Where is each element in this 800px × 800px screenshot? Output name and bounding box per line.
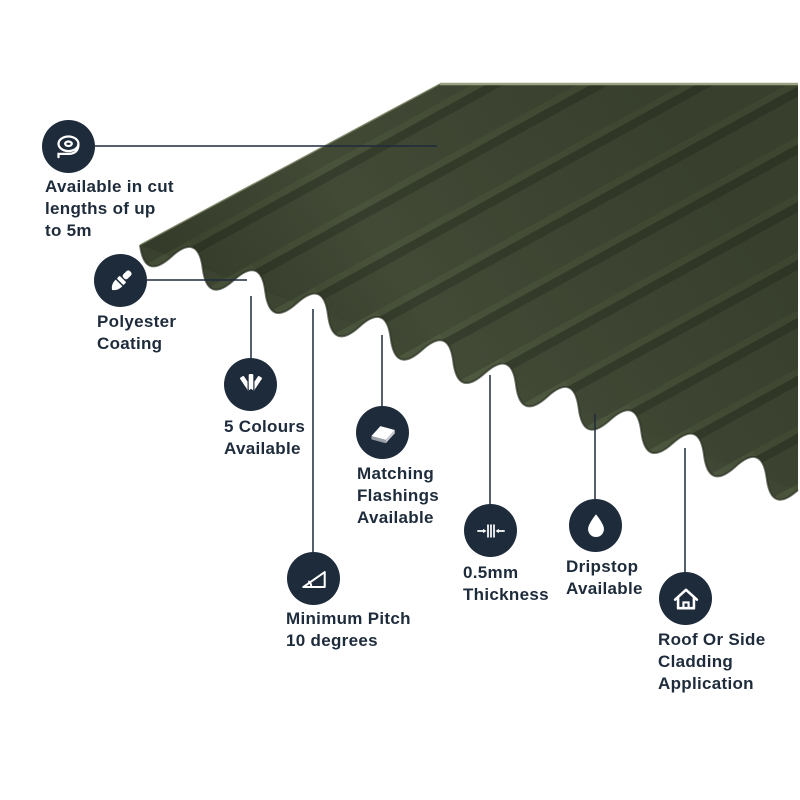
water-droplet-icon: [587, 513, 604, 537]
feature-label-dripstop: Dripstop Available: [566, 557, 643, 598]
feature-label-polyester: Polyester Coating: [97, 312, 177, 353]
feature-label-pitch: Minimum Pitch 10 degrees: [286, 609, 411, 650]
feature-badge-thickness: [464, 504, 517, 557]
callout-lines: [95, 145, 686, 572]
feature-badge-cut-lengths: [42, 120, 95, 173]
feature-badge-cladding: [659, 572, 712, 625]
sheet-shading: [140, 84, 798, 500]
feature-badge-polyester: [94, 254, 147, 307]
feature-label-thickness: 0.5mm Thickness: [463, 563, 549, 604]
feature-label-colours: 5 Colours Available: [224, 417, 306, 458]
thickness-arrows-icon: [476, 523, 505, 538]
feature-label-cladding: Roof Or Side Cladding Application: [658, 630, 766, 693]
flashing-sheet-icon: [370, 425, 395, 443]
tape-measure-icon: [56, 134, 80, 158]
feature-badge-colours: [224, 358, 277, 411]
sheet-left-edge: [139, 83, 441, 246]
feature-badge-flashings: [356, 406, 409, 459]
feature-label-flashings: Matching Flashings Available: [357, 464, 440, 527]
feature-badge-pitch: [287, 552, 340, 605]
sheet-front-edge: [139, 244, 799, 501]
feature-badge-dripstop: [569, 499, 622, 552]
house-icon: [673, 588, 698, 609]
paint-brush-icon: [111, 269, 132, 290]
feature-label-cut-lengths: Available in cut lengths of up to 5m: [45, 177, 174, 240]
colour-swatches-icon: [238, 372, 263, 392]
pitch-angle-icon: [301, 570, 326, 588]
